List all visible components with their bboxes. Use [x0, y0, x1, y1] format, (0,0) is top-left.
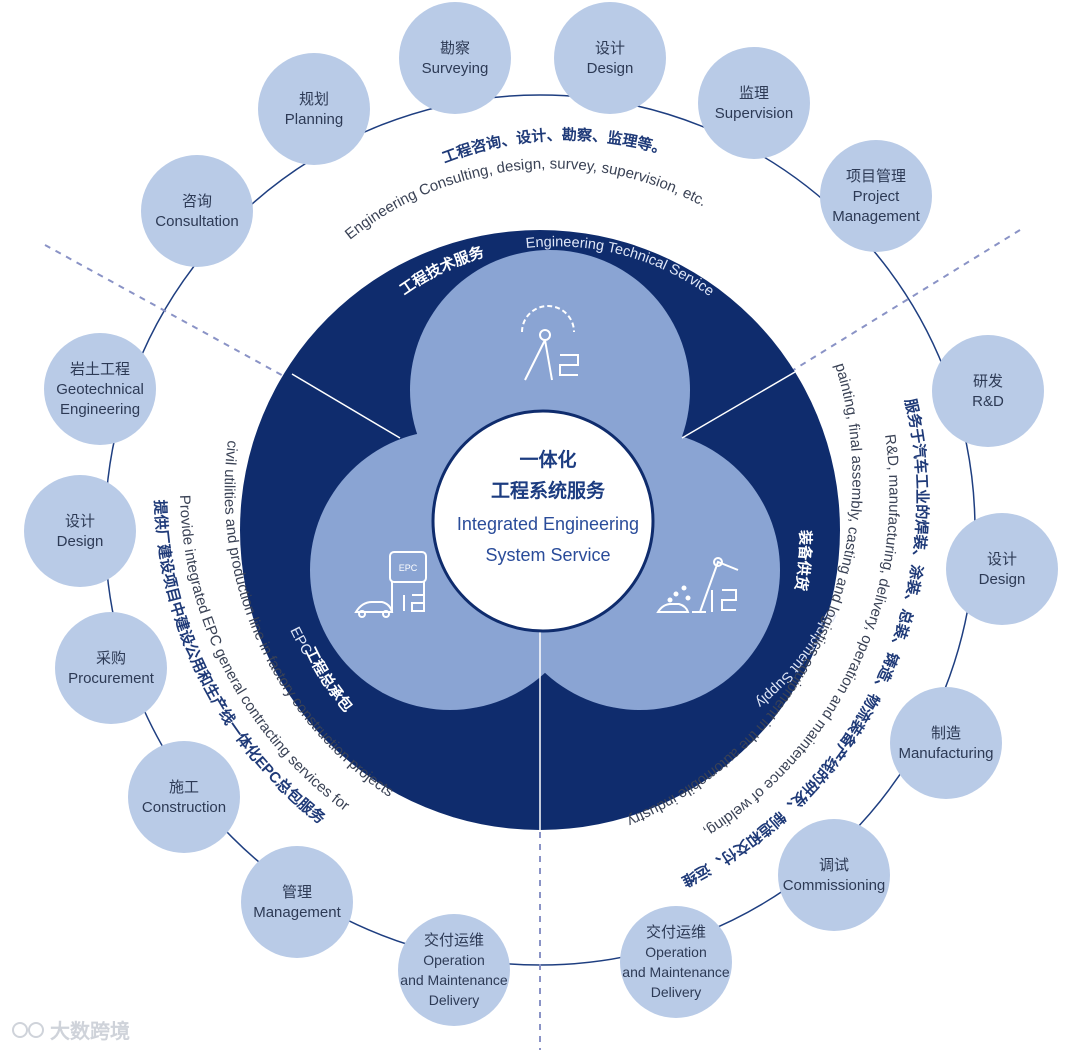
outer-node: 制造 Manufacturing	[890, 687, 1002, 799]
center-circle	[431, 409, 655, 633]
outer-node-label-en: Construction	[142, 799, 226, 816]
outer-node-label-zh: 规划	[299, 91, 329, 108]
watermark-logo-icon-2	[28, 1022, 44, 1038]
outer-node-label-zh: 勘察	[440, 39, 470, 57]
outer-node-label-en: Procurement	[68, 670, 155, 687]
outer-node-label-zh: 施工	[169, 779, 199, 796]
outer-node-label-en: Operation	[423, 952, 484, 968]
outer-node-label-en: and Maintenance	[622, 964, 730, 980]
outer-node-label-zh: 管理	[282, 884, 312, 901]
outer-node: 设计 Design	[946, 513, 1058, 625]
watermark: 大数跨境	[12, 1019, 130, 1043]
outer-node-label-en: R&D	[972, 393, 1004, 410]
outer-node-label-en: Surveying	[422, 60, 489, 77]
outer-node: 设计 Design	[24, 475, 136, 587]
outer-node-label-zh: 研发	[973, 373, 1003, 390]
outer-node-circle	[698, 47, 810, 159]
outer-node-label-en: Geotechnical	[56, 381, 144, 398]
outer-node-label-zh: 调试	[819, 857, 849, 874]
outer-node-label-en: Design	[979, 571, 1026, 588]
outer-node-label-zh: 设计	[65, 513, 95, 530]
outer-node-label-en: Delivery	[651, 984, 702, 1000]
sep-right	[681, 371, 796, 439]
outer-node-circle	[128, 741, 240, 853]
outer-node-label-en: Delivery	[429, 992, 480, 1008]
outer-node-circle	[778, 819, 890, 931]
outer-node-label-zh: 监理	[739, 85, 769, 102]
outer-node-label-en: Management	[832, 208, 920, 225]
outer-node-label-en: Project	[853, 188, 901, 205]
watermark-logo-icon	[12, 1022, 28, 1038]
outer-node: 规划 Planning	[258, 53, 370, 165]
outer-node-circle	[44, 333, 156, 445]
gear-compass-icon	[521, 305, 579, 381]
outer-node-label-en: Consultation	[155, 213, 238, 230]
outer-node-circle	[24, 475, 136, 587]
outer-node: 设计 Design	[554, 2, 666, 114]
outer-node-label-en: Design	[587, 60, 634, 77]
outer-node-circle	[890, 687, 1002, 799]
epc-tank-label: EPC	[399, 563, 418, 573]
outer-node: 咨询 Consultation	[141, 155, 253, 267]
outer-node-circle	[241, 846, 353, 958]
outer-node-circle	[141, 155, 253, 267]
outer-node-circle	[820, 140, 932, 252]
outer-node: 管理 Management	[241, 846, 353, 958]
sep-left	[291, 373, 401, 439]
center-title-en-2: System Service	[485, 545, 610, 565]
epc-tank-icon: EPC	[354, 551, 427, 618]
outer-node-circle	[620, 906, 732, 1018]
watermark-text: 大数跨境	[50, 1019, 130, 1043]
outer-node: 研发 R&D	[932, 335, 1044, 447]
outer-node-label-zh: 项目管理	[846, 168, 906, 185]
outer-node-label-zh: 设计	[595, 40, 625, 57]
outer-node-label-en: Planning	[285, 111, 343, 128]
outer-node: 调试 Commissioning	[778, 819, 890, 931]
outer-node-circle	[946, 513, 1058, 625]
robot-arm-icon	[656, 557, 739, 613]
outer-node: 采购 Procurement	[55, 612, 167, 724]
outer-node-label-zh: 交付运维	[424, 931, 484, 949]
outer-node-label-zh: 设计	[987, 551, 1017, 568]
center-title-zh-1: 一体化	[519, 448, 576, 471]
outer-node-circle	[398, 914, 510, 1026]
outer-node-label-en: Commissioning	[783, 877, 886, 894]
outer-node-label-en: Engineering	[60, 401, 140, 418]
outer-node-label-en: Operation	[645, 944, 706, 960]
outer-node-label-en: Management	[253, 904, 341, 921]
outer-node-label-zh: 交付运维	[646, 923, 706, 941]
outer-node-circle	[932, 335, 1044, 447]
outer-node-circle	[554, 2, 666, 114]
outer-node-label-zh: 采购	[96, 650, 126, 667]
outer-node-label-zh: 岩土工程	[70, 361, 130, 378]
outer-node: 勘察 Surveying	[399, 2, 511, 114]
center-title-en-1: Integrated Engineering	[457, 514, 639, 534]
outer-nodes: 咨询 Consultation 规划 Planning 勘察 Surveying 设计 Des…	[24, 2, 1058, 1026]
outer-node-circle	[55, 612, 167, 724]
outer-node-label-en: Design	[57, 533, 104, 550]
outer-node-label-en: and Maintenance	[400, 972, 508, 988]
outer-node-circle	[258, 53, 370, 165]
center-title-zh-2: 工程系统服务	[491, 479, 606, 502]
outer-node-label-en: Supervision	[715, 105, 793, 122]
outer-node: 监理 Supervision	[698, 47, 810, 159]
outer-node-label-zh: 咨询	[182, 193, 212, 210]
outer-node: 施工 Construction	[128, 741, 240, 853]
outer-node-circle	[399, 2, 511, 114]
outer-node-label-zh: 制造	[931, 725, 961, 742]
outer-node-label-en: Manufacturing	[898, 745, 993, 762]
top-arc-en: Engineering Consulting, design, survey, …	[342, 155, 709, 243]
